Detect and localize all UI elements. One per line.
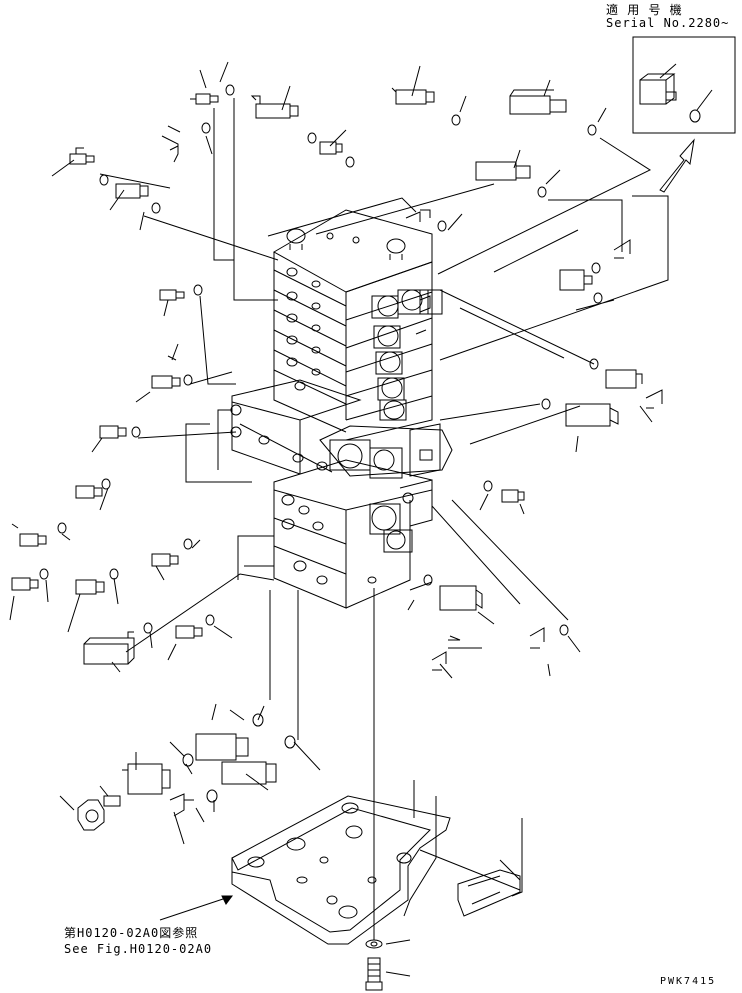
- arrow-icon: [660, 140, 694, 192]
- control-valve-stack: [274, 210, 442, 440]
- reference-note-en: See Fig.H0120-02A0: [64, 942, 213, 956]
- valve-middle-section: [231, 380, 452, 478]
- leader-lines: [10, 62, 668, 844]
- drawing-code: PWK7415: [660, 976, 717, 987]
- reference-arrow: [160, 896, 232, 920]
- mounting-bolt: [366, 588, 410, 990]
- hydraulic-fittings: [12, 85, 662, 830]
- inset-box: [633, 37, 735, 133]
- valve-lower-section: [274, 460, 432, 608]
- serial-number-note: Serial No.2280~: [606, 16, 730, 30]
- serial-heading-jp: 適 用 号 機: [606, 3, 683, 17]
- mounting-bracket: [232, 780, 522, 944]
- reference-note-jp: 第H0120-02A0図参照: [64, 926, 199, 940]
